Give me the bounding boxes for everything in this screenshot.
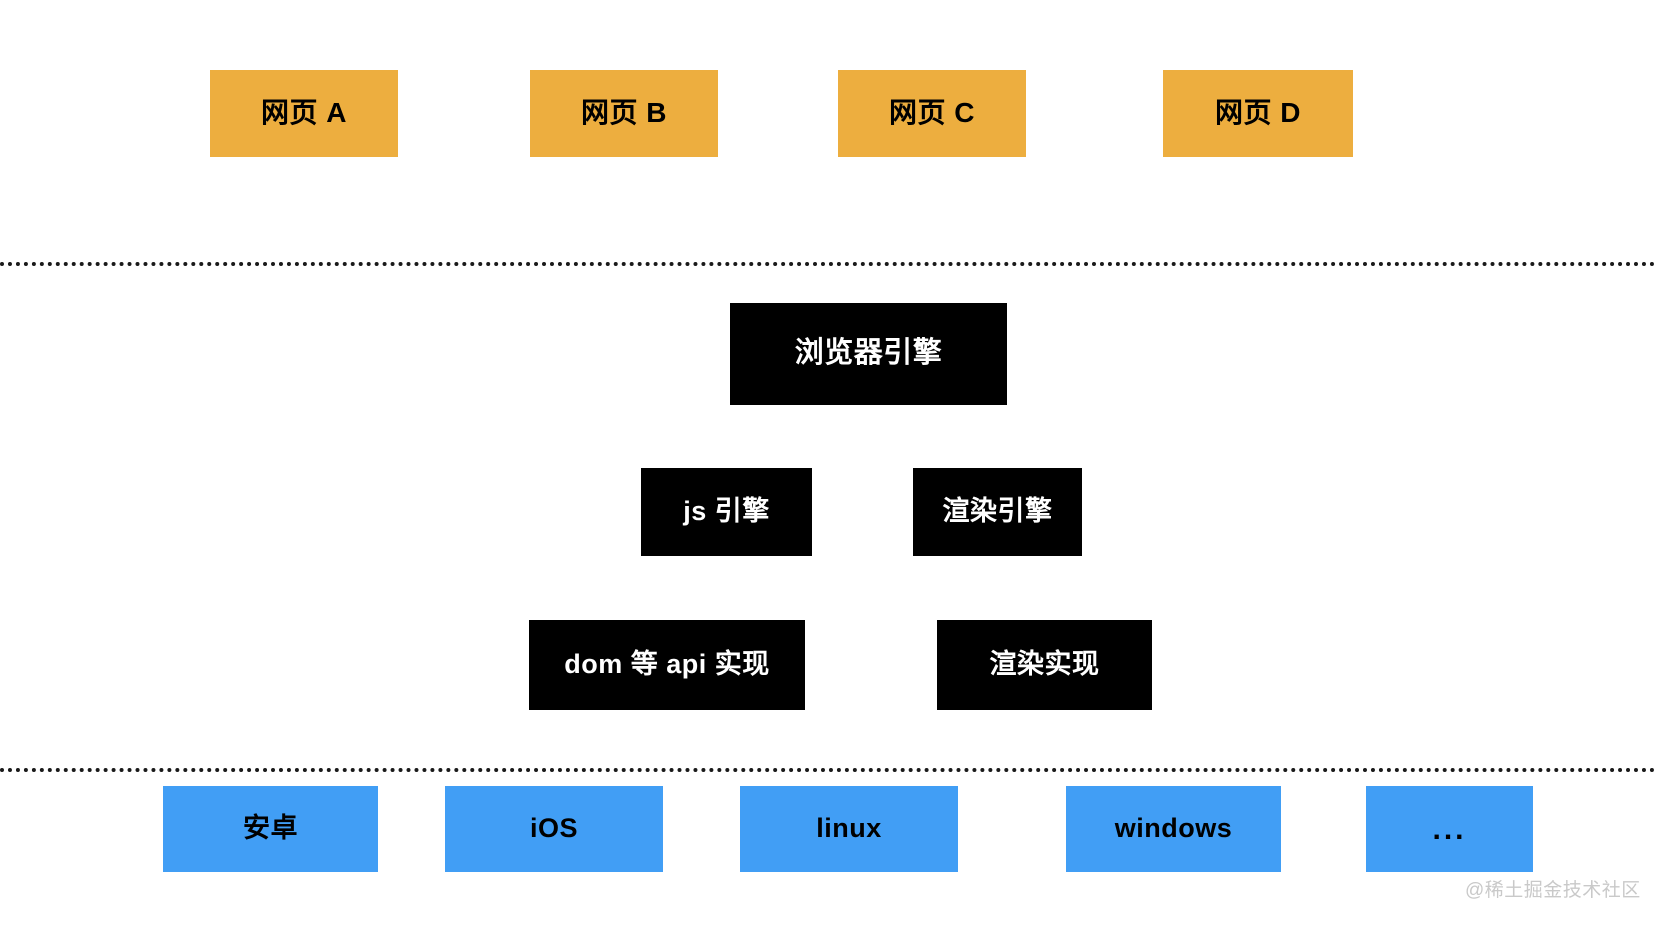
box-label: linux (816, 813, 882, 844)
box-label: 网页 C (888, 97, 975, 129)
box-js-engine: js 引擎 (641, 468, 812, 556)
divider-bottom (0, 768, 1656, 772)
box-label: iOS (529, 813, 578, 844)
box-os-more: ... (1366, 786, 1533, 872)
box-label: 渲染引擎 (942, 496, 1053, 527)
box-label: 网页 D (1214, 97, 1301, 129)
box-render-engine: 渲染引擎 (913, 468, 1082, 556)
box-label: 浏览器引擎 (794, 337, 943, 370)
box-dom-api-implementation: dom 等 api 实现 (529, 620, 805, 710)
box-browser-engine: 浏览器引擎 (730, 303, 1007, 405)
box-os-windows: windows (1066, 786, 1281, 872)
box-label: 网页 A (260, 97, 347, 129)
watermark: @稀土掘金技术社区 (1465, 875, 1641, 902)
box-label: 安卓 (243, 813, 298, 844)
box-os-ios: iOS (445, 786, 663, 872)
box-web-page-a: 网页 A (210, 70, 398, 157)
box-web-page-b: 网页 B (530, 70, 718, 157)
box-label: dom 等 api 实现 (564, 649, 770, 680)
box-label: windows (1114, 813, 1233, 844)
box-web-page-c: 网页 C (838, 70, 1026, 157)
box-render-implementation: 渲染实现 (937, 620, 1152, 710)
box-label: 渲染实现 (989, 649, 1100, 680)
box-web-page-d: 网页 D (1163, 70, 1353, 157)
box-label: js 引擎 (683, 496, 770, 527)
divider-top (0, 262, 1656, 266)
box-os-linux: linux (740, 786, 958, 872)
box-os-android: 安卓 (163, 786, 378, 872)
watermark-text: @稀土掘金技术社区 (1465, 880, 1641, 901)
box-label: ... (1432, 812, 1467, 846)
box-label: 网页 B (580, 97, 667, 129)
